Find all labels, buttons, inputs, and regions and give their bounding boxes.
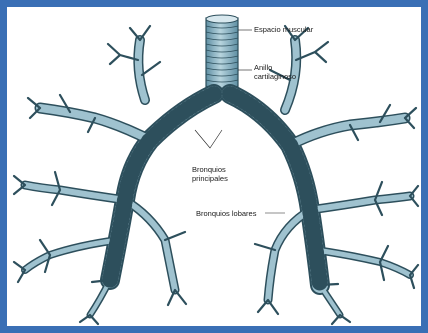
label-cartilaginoso: cartilaginoso [254, 72, 296, 81]
label-espacio-muscular: Espacio muscular [254, 25, 314, 34]
label-anillo: Anillo [254, 63, 272, 72]
trachea [206, 15, 238, 96]
label-bronquios-lobares: Bronquios lobares [196, 209, 257, 218]
label-principales: principales [192, 174, 228, 183]
label-bronquios: Bronquios [192, 165, 226, 174]
